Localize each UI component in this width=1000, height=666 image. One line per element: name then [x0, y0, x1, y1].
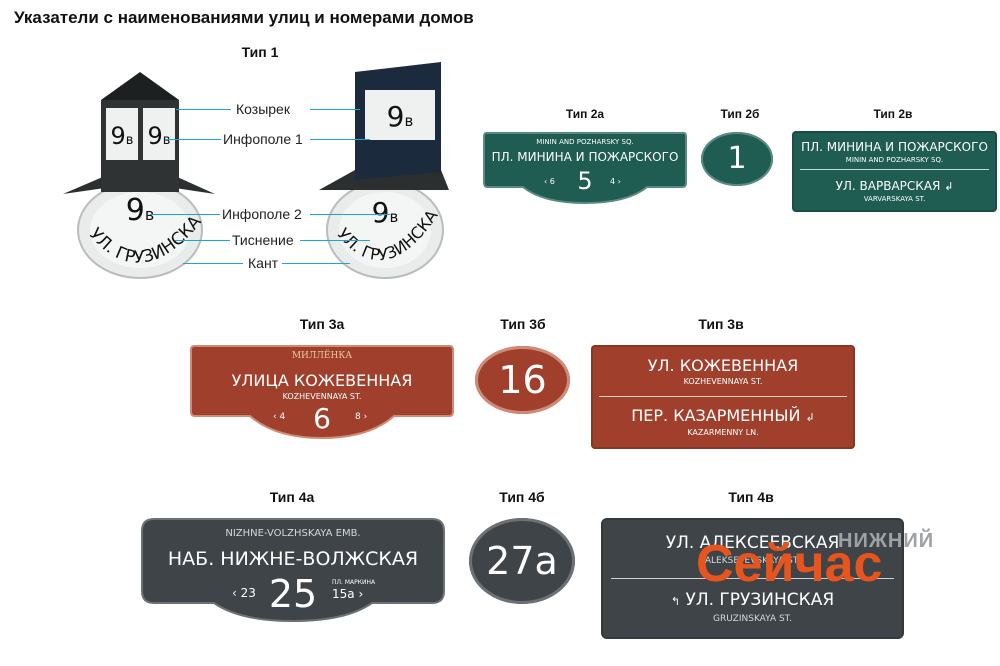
lantern-sign-left: 9в 9в 9в УЛ. ГРУЗИНСКАЯ	[55, 70, 215, 279]
type2a-content: MININ AND POZHARSKY SQ. ПЛ. МИНИНА И ПОЖ…	[482, 131, 688, 205]
type3b-label: Тип 3б	[500, 316, 546, 332]
callout-infopole1: Инфополе 1	[223, 131, 303, 147]
type2a-number: 5	[577, 167, 593, 195]
type2v-name1: ПЛ. МИНИНА И ПОЖАРСКОГО	[801, 140, 988, 154]
type2a-latin: MININ AND POZHARSKY SQ.	[536, 138, 634, 146]
type3v-name2: ПЕР. КАЗАРМЕННЫЙ	[631, 406, 801, 425]
turn-arrow-icon: ↲	[805, 411, 815, 424]
type2a-label: Тип 2а	[565, 107, 605, 121]
callout-line-tisnenie-2	[300, 240, 370, 241]
type4a-plate	[141, 518, 445, 623]
type4a-number: 25	[268, 572, 318, 616]
type4a-name: НАБ. НИЖНЕ-ВОЛЖСКАЯ	[167, 548, 419, 570]
type4a-side-label: ПЛ. МАРКИНА	[332, 579, 376, 586]
type3a-number: 6	[313, 402, 331, 435]
type3a-latin: KOZHEVENNAYA ST.	[282, 392, 362, 401]
callout-tisnenie: Тиснение	[232, 232, 294, 248]
type3b-plate: 16	[475, 346, 570, 414]
type2v-name2: УЛ. ВАРВАРСКАЯ	[835, 179, 941, 193]
type4v-plate: УЛ. АЛЕКСЕЕВСКАЯ ALEKSEYEVSKAYA ST. ↰ УЛ…	[601, 518, 904, 639]
type3a-name: УЛИЦА КОЖЕВЕННАЯ	[231, 371, 413, 390]
type4a-latin: NIZHNE-VOLZHSKAYA EMB.	[225, 528, 361, 539]
type2b-plate: 1	[701, 132, 773, 186]
type4v-latin1: ALEKSEYEVSKAYA ST.	[704, 556, 801, 566]
type4a-prev: ‹ 23	[232, 586, 256, 600]
type3v-name1: УЛ. КОЖЕВЕННАЯ	[647, 356, 799, 375]
type3a-plate	[190, 345, 454, 440]
callout-kant: Кант	[248, 255, 279, 271]
type3a-next: 8 ›	[355, 412, 368, 422]
type2v-latin1: MININ AND POZHARSKY SQ.	[845, 156, 944, 164]
type3v-label: Тип 3в	[698, 316, 744, 332]
type2a-next: 4 ›	[610, 177, 621, 186]
type1-label: Тип 1	[241, 44, 279, 60]
type3v-latin2: KAZARMENNY LN.	[687, 428, 759, 437]
turn-arrow-icon: ↰	[670, 595, 681, 608]
watermark-small: НИЖНИЙ	[838, 530, 935, 552]
type4a-label: Тип 4а	[269, 489, 315, 505]
type4v-name2-row: ↰ УЛ. ГРУЗИНСКАЯ	[601, 590, 904, 610]
type3a-label: Тип 3а	[299, 316, 345, 332]
lantern-sign-right: 9в 9в УЛ. ГРУЗИНСКАЯ	[315, 62, 449, 279]
type3v-latin1: KOZHEVENNAYA ST.	[683, 377, 763, 386]
callout-line-kant	[183, 263, 243, 264]
type3v-name2-row: ПЕР. КАЗАРМЕННЫЙ ↲	[591, 406, 855, 425]
type4v-latin2: GRUZINSKAYA ST.	[713, 614, 792, 624]
type2v-latin2: VARVARSKAYA ST.	[863, 195, 926, 203]
callout-line-kozyrek	[176, 109, 231, 110]
type4v-divider	[611, 578, 894, 579]
type3a-prev: ‹ 4	[273, 412, 286, 422]
type4b-plate: 27а	[469, 518, 575, 604]
callout-line-kant-2	[282, 263, 350, 264]
type2v-plate: ПЛ. МИНИНА И ПОЖАРСКОГО MININ AND POZHAR…	[792, 131, 997, 212]
callout-line-tisnenie	[175, 240, 230, 241]
type4v-label: Тип 4в	[728, 489, 774, 505]
page-title: Указатели с наименованиями улиц и номера…	[14, 8, 474, 27]
type4v-name2: УЛ. ГРУЗИНСКАЯ	[685, 590, 835, 610]
type4v-name1: УЛ. АЛЕКСЕЕВСКАЯ	[665, 533, 840, 553]
type2v-name2-row: УЛ. ВАРВАРСКАЯ ↲	[792, 179, 997, 193]
type2v-label: Тип 2в	[873, 107, 913, 121]
svg-text:9в: 9в	[372, 196, 399, 229]
type4a-content: NIZHNE-VOLZHSKAYA EMB. НАБ. НИЖНЕ-ВОЛЖСК…	[140, 517, 446, 623]
type4a-next: 15а ›	[332, 587, 364, 601]
type2a-prev: ‹ 6	[544, 177, 555, 186]
turn-arrow-icon: ↲	[944, 180, 954, 193]
callout-line-kozyrek-2	[310, 109, 360, 110]
type3a-logo: МИЛЛЁНКА	[291, 351, 353, 361]
callout-kozyrek: Козырек	[236, 101, 290, 117]
callout-line-infopole1-2	[310, 139, 370, 140]
callout-line-infopole2-2	[310, 214, 390, 215]
type2a-name: ПЛ. МИНИНА И ПОЖАРСКОГО	[491, 150, 679, 164]
callout-line-infopole1	[165, 139, 221, 140]
callout-line-infopole2	[150, 214, 220, 215]
watermark-logo: Сейчас	[696, 535, 883, 593]
type3v-divider	[599, 396, 847, 397]
type2a-plate	[483, 132, 687, 205]
type2b-label: Тип 2б	[720, 107, 760, 121]
callout-infopole2: Инфополе 2	[222, 206, 302, 222]
type2v-divider	[800, 169, 989, 170]
type3v-plate: УЛ. КОЖЕВЕННАЯ KOZHEVENNAYA ST. ПЕР. КАЗ…	[591, 345, 855, 449]
type3a-content: МИЛЛЁНКА УЛИЦА КОЖЕВЕННАЯ KOZHEVENNAYA S…	[189, 344, 455, 440]
type4b-label: Тип 4б	[499, 489, 545, 505]
